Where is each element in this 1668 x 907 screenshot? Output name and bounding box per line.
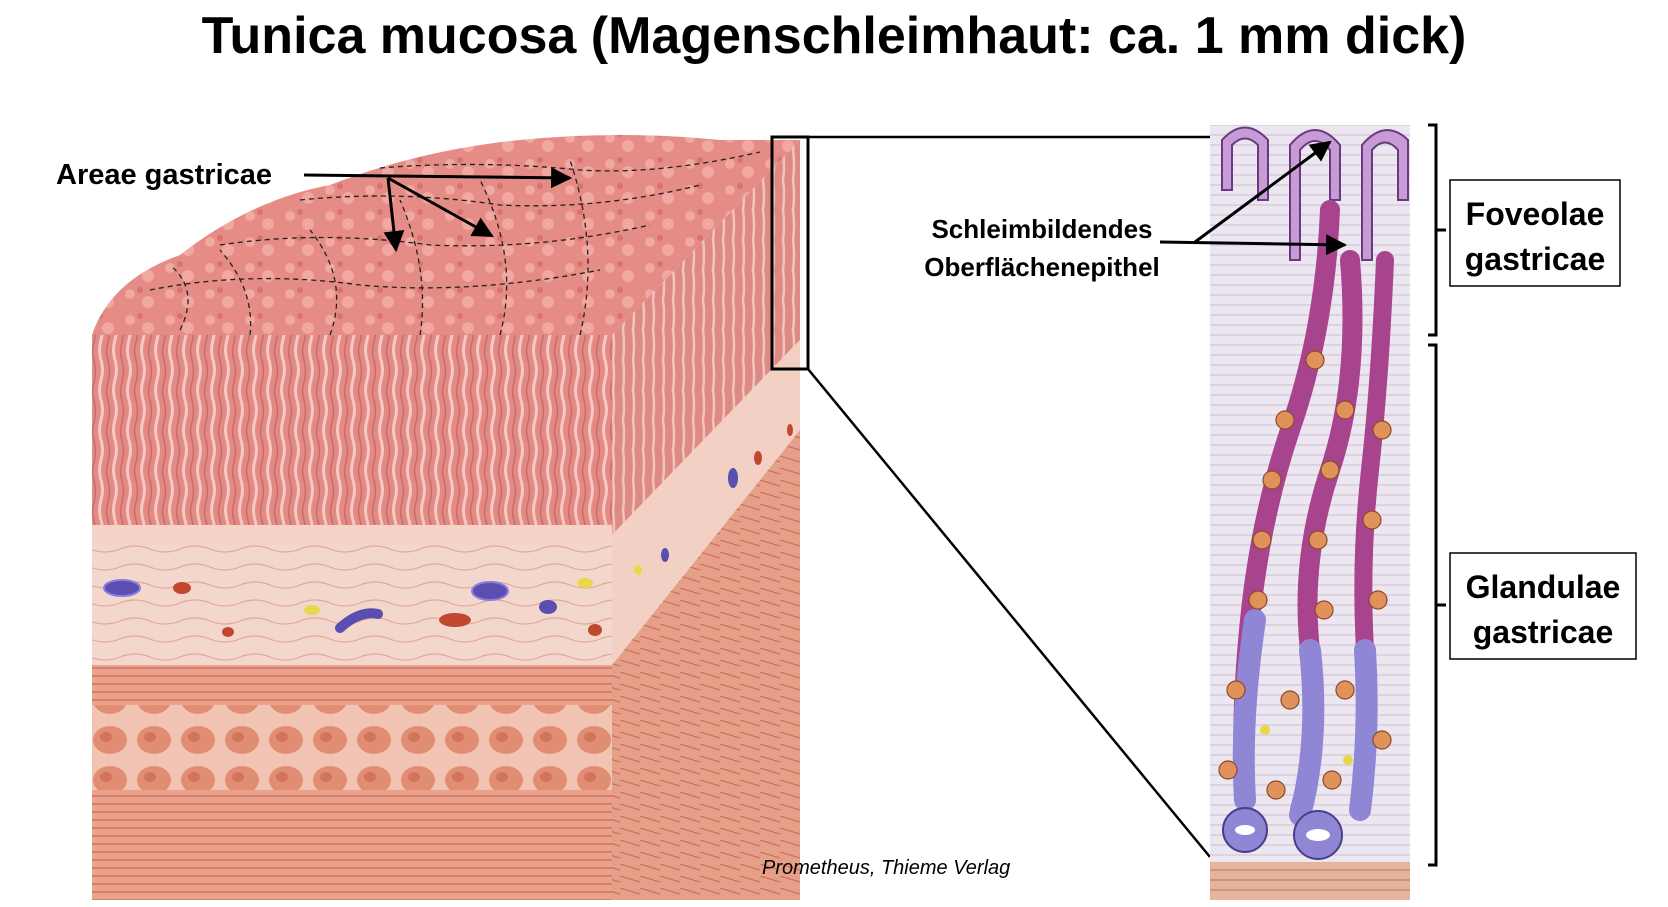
zoom-line-bottom (807, 368, 1211, 858)
label-areae-gastricae: Areae gastricae (56, 159, 272, 191)
label-glandulae-line1: Glandulae (1466, 569, 1621, 605)
page-title: Tunica mucosa (Magenschleimhaut: ca. 1 m… (201, 7, 1467, 65)
zoom-box (770, 135, 810, 371)
credit-text: Prometheus, Thieme Verlag (762, 857, 1010, 879)
bracket-foveolae (1428, 123, 1446, 337)
label-foveolae-line2: gastricae (1465, 241, 1606, 277)
label-schleim-line2: Oberflächenepithel (924, 252, 1160, 282)
glandulae-box (1449, 552, 1637, 660)
label-glandulae-line2: gastricae (1473, 614, 1614, 650)
foveolae-box (1449, 179, 1621, 287)
tissue-block-side (612, 140, 800, 900)
label-foveolae-line1: Foveolae (1466, 196, 1605, 232)
schleim-arrows (1159, 140, 1348, 256)
bracket-glandulae (1428, 343, 1446, 867)
tissue-block-top (92, 135, 800, 336)
gland-column (1210, 125, 1410, 900)
tissue-block-front (92, 335, 612, 900)
submucosa-vessels (103, 578, 602, 637)
areae-arrows (303, 167, 573, 253)
label-schleim-line1: Schleimbildendes (931, 214, 1152, 244)
